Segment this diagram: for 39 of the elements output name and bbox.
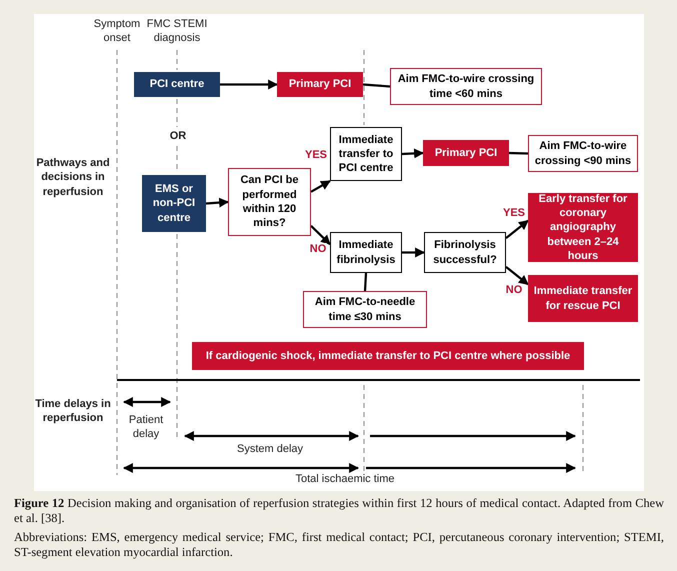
arrow [402, 248, 425, 258]
arrow [206, 198, 229, 208]
or-label: OR [170, 129, 186, 144]
arrow [505, 220, 529, 240]
arrow [310, 180, 331, 193]
dimension-label: Total ischaemic time [295, 472, 395, 486]
target-box: Aim FMC-to-needle time ≤30 mins [303, 291, 427, 328]
dimension-label: Patient delay [128, 413, 164, 442]
setting-box: EMS or non-PCI centre [142, 175, 206, 232]
arrow [402, 148, 424, 158]
edge-label: NO [506, 284, 522, 296]
edge-label: YES [503, 207, 525, 219]
setting-box: PCI centre [134, 72, 220, 97]
action-box: Primary PCI [277, 72, 363, 97]
abbreviations-note: Abbreviations: EMS, emergency medical service; FMC, first medical contact; PCI, percutaneous coronary intervention; STEMI, ST-segment elevation myocardial infarction. [14, 530, 664, 561]
action-box: Primary PCI [423, 140, 509, 166]
arrow [220, 80, 278, 90]
target-box: Aim FMC-to-wire crossing time <60 mins [390, 68, 542, 105]
action-box: Early transfer for coronary angiography between 2–24 hours [528, 193, 638, 262]
connector-line [364, 272, 368, 292]
timepoint-label: Symptom onset [92, 17, 142, 46]
target-box: Can PCI be performed within 120 mins? [228, 168, 311, 236]
action-box: If cardiogenic shock, immediate transfer to PCI centre where possible [192, 342, 584, 370]
connector-line [362, 83, 390, 88]
action-box: Immediate transfer for rescue PCI [528, 275, 638, 322]
edge-label: YES [305, 149, 327, 161]
target-box: Aim FMC-to-wire crossing <90 mins [528, 135, 638, 172]
dimension-label: System delay [236, 442, 304, 456]
process-box: Immediate fibrinolysis [330, 232, 402, 273]
row-heading: Pathways and decisions in reperfusion [35, 156, 111, 199]
process-box: Immediate transfer to PCI centre [330, 127, 402, 181]
arrow [505, 266, 529, 286]
connector-line [508, 152, 528, 155]
figure-caption: Figure 12 Decision making and organisation of reperfusion strategies within first 12 hours of medical contact. Adapted from Chew et al. [38]. [14, 496, 664, 527]
edge-label: NO [310, 243, 326, 255]
process-box: Fibrinolysis successful? [424, 232, 506, 273]
row-heading: Time delays in reperfusion [34, 397, 112, 426]
arrow [310, 225, 331, 246]
timepoint-label: FMC STEMI diagnosis [146, 17, 208, 46]
